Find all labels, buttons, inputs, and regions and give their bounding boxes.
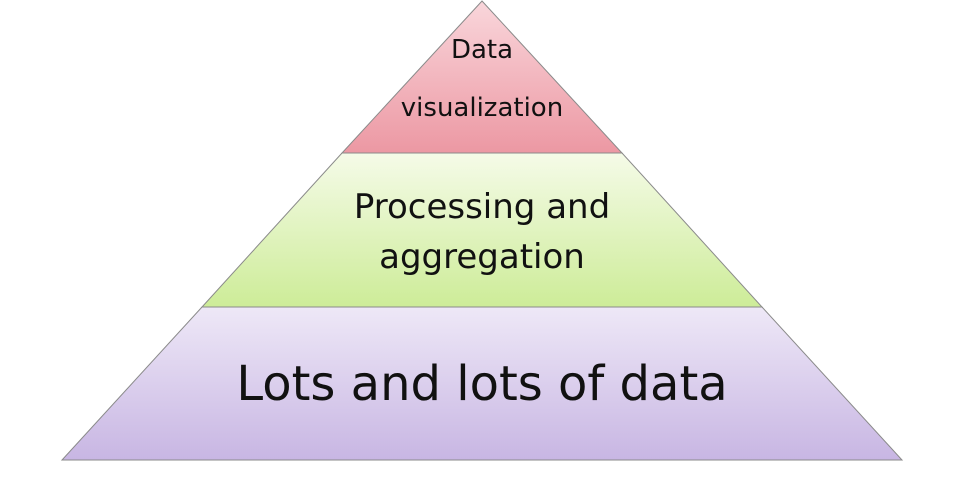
tier-middle-label-line2: aggregation <box>379 237 585 277</box>
tier-bottom: Lots and lots of data <box>60 306 904 461</box>
tier-middle-shape <box>200 152 764 308</box>
tier-bottom-shape <box>60 306 904 461</box>
tier-top-label-line1: Data <box>451 35 513 65</box>
tier-middle: Processing and aggregation <box>200 152 764 308</box>
tier-bottom-label: Lots and lots of data <box>236 356 727 412</box>
tier-top-label-line2: visualization <box>401 93 563 123</box>
tier-middle-label-line1: Processing and <box>354 187 610 227</box>
tier-top: Data visualization <box>340 0 624 154</box>
tier-top-shape <box>340 0 624 154</box>
